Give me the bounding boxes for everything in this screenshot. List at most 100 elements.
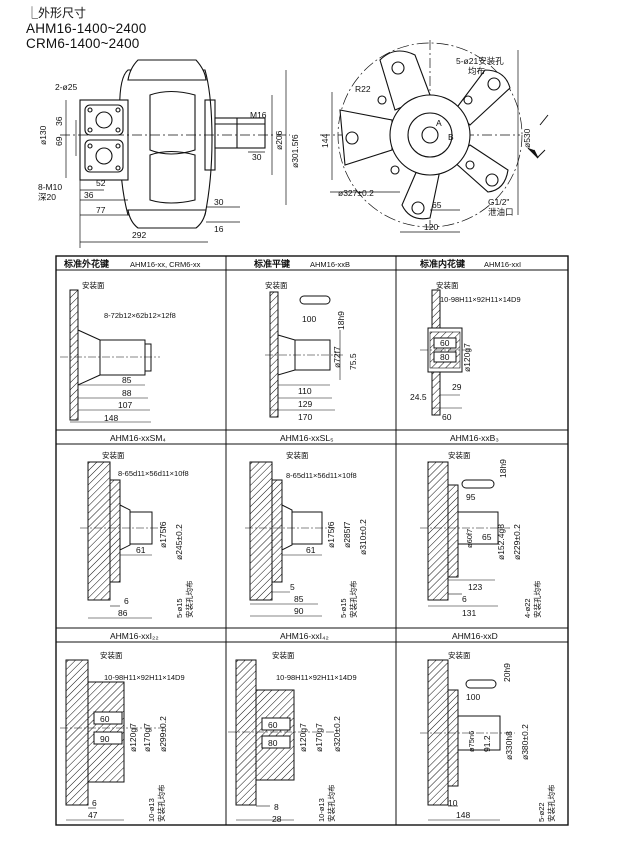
dim-label: ø206 bbox=[274, 130, 284, 150]
dim-label: 30 bbox=[214, 197, 224, 207]
cell-external-spline-labels: 安装面 8-72b12×62b12×12f8 85 88 107 148 bbox=[82, 280, 176, 423]
side-view-labels: R22 5-ø21安装孔 均布 144 ø530 ø327±0.2 65 G1/… bbox=[320, 56, 532, 232]
dim-label: 深20 bbox=[38, 192, 56, 202]
spline-spec: 10-98H11×92H11×14D9 bbox=[440, 295, 521, 304]
row-header: AHM16-xxSL₅ bbox=[280, 433, 334, 443]
dim-label: ø229±0.2 bbox=[512, 524, 522, 560]
spline-spec: 10-98H11×92H11×14D9 bbox=[276, 673, 357, 682]
dim-label: 6 bbox=[124, 596, 129, 606]
col-header: 标准内花键 bbox=[419, 258, 466, 269]
dim-label: 65 bbox=[432, 200, 442, 210]
cell-sm4-labels: 安装面 8-65d11×56d11×10f8 ø175f6 ø245±0.2 6… bbox=[102, 450, 194, 618]
dim-label: 安装孔均布 bbox=[546, 784, 556, 822]
dim-label: 5-ø15 bbox=[339, 598, 348, 618]
port-label: A bbox=[436, 118, 442, 128]
cell-internal-spline-labels: 安装面 10-98H11×92H11×14D9 60 80 ø120g7 29 … bbox=[410, 280, 521, 422]
cell-b3-labels: 安装面 18h9 95 ø60f7 65 ø152.4g8 ø229±0.2 1… bbox=[448, 450, 542, 618]
dim-label: 88 bbox=[122, 388, 132, 398]
page-title: ⎿外形尺寸 bbox=[26, 6, 87, 20]
dim-label: 10-ø13 bbox=[147, 798, 156, 822]
dim-label: 安装孔均布 bbox=[326, 784, 336, 822]
row-header: AHM16-xxI₄₂ bbox=[280, 631, 329, 641]
dim-label: 18h9 bbox=[336, 311, 346, 330]
mount-face-label: 安装面 bbox=[436, 280, 459, 290]
dim-label: 4-ø22 bbox=[523, 598, 532, 618]
port-label: B bbox=[448, 132, 454, 142]
dim-label: 24.5 bbox=[410, 392, 427, 402]
cell-flat-key bbox=[265, 291, 345, 418]
cell-d bbox=[420, 659, 515, 821]
dim-label: 6 bbox=[92, 798, 97, 808]
dim-label: 均布 bbox=[468, 66, 485, 76]
cell-b3 bbox=[420, 461, 510, 607]
dim-label: 90 bbox=[294, 606, 304, 616]
dim-label: 107 bbox=[118, 400, 132, 410]
dim-label: 129 bbox=[298, 399, 312, 409]
dim-label: 110 bbox=[298, 386, 312, 396]
dim-label: 30 bbox=[252, 152, 262, 162]
dim-label: 91.2 bbox=[482, 735, 492, 752]
mount-face-label: 安装面 bbox=[265, 280, 288, 290]
col-header-model: AHM16-xxI bbox=[484, 260, 521, 269]
dim-label: 60 bbox=[440, 338, 450, 348]
spline-spec: 8-65d11×56d11×10f8 bbox=[286, 471, 357, 480]
row-header: AHM16-xxI₂₂ bbox=[110, 631, 159, 641]
dim-label: 安装孔均布 bbox=[532, 580, 542, 618]
row-header: AHM16-xxD bbox=[452, 631, 498, 641]
front-view bbox=[60, 59, 290, 248]
spline-spec: 8-65d11×56d11×10f8 bbox=[118, 469, 189, 478]
dim-label: 65 bbox=[482, 532, 492, 542]
cell-i42-labels: 安装面 10-98H11×92H11×14D9 60 80 ø120g7 ø17… bbox=[268, 650, 357, 824]
shaft-table bbox=[55, 255, 569, 826]
dim-label: 28 bbox=[272, 814, 282, 824]
dim-label: 120 bbox=[424, 222, 438, 232]
dim-label: 61 bbox=[136, 545, 146, 555]
dim-label: ø72f7 bbox=[332, 346, 342, 368]
row-header: AHM16-xxB₃ bbox=[450, 433, 499, 443]
title-bracket-icon: ⎿ bbox=[26, 6, 39, 20]
dim-label: 131 bbox=[462, 608, 476, 618]
dim-label: ø320±0.2 bbox=[332, 716, 342, 752]
dim-label: ø380±0.2 bbox=[520, 724, 530, 760]
mount-face-label: 安装面 bbox=[102, 450, 125, 460]
dim-label: 85 bbox=[122, 375, 132, 385]
spline-spec: 8-72b12×62b12×12f8 bbox=[104, 311, 176, 320]
cell-i22 bbox=[60, 659, 165, 821]
dim-label: 10 bbox=[448, 798, 458, 808]
dim-label: 148 bbox=[456, 810, 470, 820]
dim-label: R22 bbox=[355, 84, 371, 94]
dim-label: 170 bbox=[298, 412, 312, 422]
dim-label: 5 bbox=[290, 582, 295, 592]
col-header-model: AHM16-xx, CRM6-xx bbox=[130, 260, 201, 269]
dim-label: 80 bbox=[268, 738, 278, 748]
dim-label: ø530 bbox=[522, 128, 532, 148]
dim-label: 安装孔均布 bbox=[156, 784, 166, 822]
dim-label: 95 bbox=[466, 492, 476, 502]
dim-label: 安装孔均布 bbox=[348, 580, 358, 618]
dim-label: ø152.4g8 bbox=[496, 524, 506, 560]
dim-label: 60 bbox=[268, 720, 278, 730]
dim-label: M16 bbox=[250, 110, 267, 120]
spline-spec: 10-98H11×92H11×14D9 bbox=[104, 673, 185, 682]
cell-external-spline bbox=[60, 289, 160, 423]
dim-label: 75.5 bbox=[348, 353, 358, 370]
dim-label: 77 bbox=[96, 205, 106, 215]
dim-label: 29 bbox=[452, 382, 462, 392]
model-line-1: AHM16-1400~2400 bbox=[26, 21, 147, 36]
dim-label: 安装孔均布 bbox=[184, 580, 194, 618]
dim-label: 69 bbox=[54, 136, 64, 146]
dim-label: ø60f7 bbox=[465, 529, 474, 548]
dim-label: 100 bbox=[466, 692, 480, 702]
dim-label: ø130 bbox=[38, 125, 48, 145]
dim-label: 36 bbox=[84, 190, 94, 200]
dim-label: ø170g7 bbox=[314, 723, 324, 752]
col-header: 标准平键 bbox=[253, 258, 291, 269]
dim-label: 80 bbox=[440, 352, 450, 362]
dim-label: G1/2" bbox=[488, 197, 509, 207]
dim-label: 5-ø15 bbox=[175, 598, 184, 618]
dim-label: ø170g7 bbox=[142, 723, 152, 752]
mount-face-label: 安装面 bbox=[82, 280, 105, 290]
dim-label: 5-ø22 bbox=[537, 802, 546, 822]
dim-label: 泄油口 bbox=[488, 207, 514, 217]
